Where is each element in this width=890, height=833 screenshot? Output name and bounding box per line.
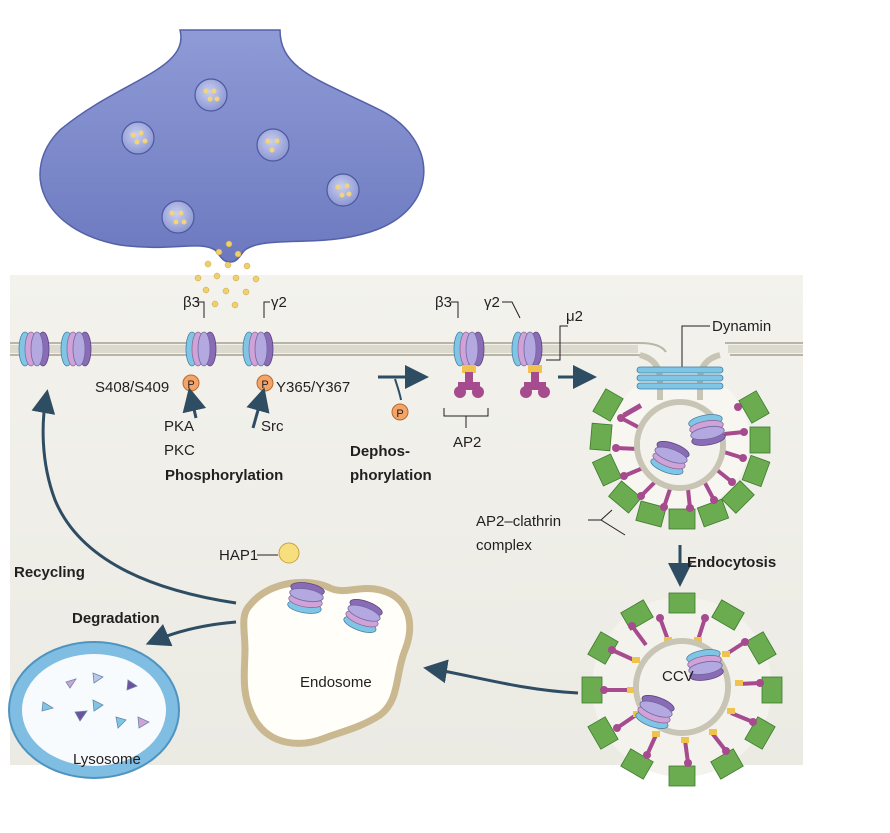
gabaa-receptor: [242, 331, 274, 367]
recycling-label: Recycling: [14, 564, 85, 581]
synaptic-vesicle: [161, 200, 195, 234]
gabaa-receptor: [60, 331, 92, 367]
synaptic-vesicle: [256, 128, 290, 162]
ap2-clathrin-label-2: complex: [476, 537, 532, 554]
src-label: Src: [261, 418, 284, 435]
hap1-label: HAP1: [219, 547, 258, 564]
lysosome: [8, 641, 180, 779]
dynamin-label: Dynamin: [712, 318, 771, 335]
beta3-label-2: β3: [435, 294, 452, 311]
gabaa-receptor: [18, 331, 50, 367]
phosphate-y365: P: [256, 374, 274, 392]
synaptic-vesicle: [194, 78, 228, 112]
svg-text:P: P: [187, 379, 194, 391]
clathrin-coated-pit: [589, 352, 771, 530]
dephosphorylation-label-2: phorylation: [350, 467, 432, 484]
ap2-label: AP2: [453, 434, 481, 451]
clathrin-coated-vesicle: [581, 592, 783, 787]
mu2-label: μ2: [566, 308, 583, 325]
gabaa-receptor: [453, 331, 485, 367]
phosphate-s408: P: [182, 374, 200, 392]
svg-text:P: P: [261, 379, 268, 391]
phosphate-released: P: [391, 403, 409, 421]
kinase-arrow-src: [246, 387, 270, 429]
recycling-arrow: [31, 389, 237, 605]
ccv-label: CCV: [662, 668, 694, 685]
synaptic-vesicle: [121, 121, 155, 155]
ap2-clathrin-label-1: AP2–clathrin: [476, 513, 561, 530]
ccv-to-endosome-arrow: [423, 659, 579, 695]
endosome: [240, 542, 414, 747]
presynaptic-terminal: [39, 29, 425, 263]
dynamin-collar: [636, 366, 724, 390]
phosphorylation-label: Phosphorylation: [165, 467, 283, 484]
gamma2-label: γ2: [271, 294, 287, 311]
pkc-label: PKC: [164, 442, 195, 459]
kinase-arrow-pka: [182, 387, 207, 419]
released-gaba: [194, 240, 260, 309]
ap2-adaptor: [520, 365, 550, 398]
synaptic-vesicle: [326, 173, 360, 207]
s408-label: S408/S409: [95, 379, 169, 396]
endosome-label: Endosome: [300, 674, 372, 691]
ap2-adaptor: [454, 365, 484, 398]
y365-label: Y365/Y367: [276, 379, 350, 396]
endocytosis-label: Endocytosis: [687, 554, 776, 571]
gabaa-receptor: [511, 331, 543, 367]
degradation-label: Degradation: [72, 610, 160, 627]
pka-label: PKA: [164, 418, 194, 435]
degradation-arrow: [145, 620, 237, 647]
svg-text:P: P: [396, 408, 403, 420]
beta3-label: β3: [183, 294, 200, 311]
lysosome-label: Lysosome: [73, 751, 141, 768]
gamma2-label-2: γ2: [484, 294, 500, 311]
dephosphorylation-label-1: Dephos-: [350, 443, 410, 460]
gabaa-receptor: [185, 331, 217, 367]
